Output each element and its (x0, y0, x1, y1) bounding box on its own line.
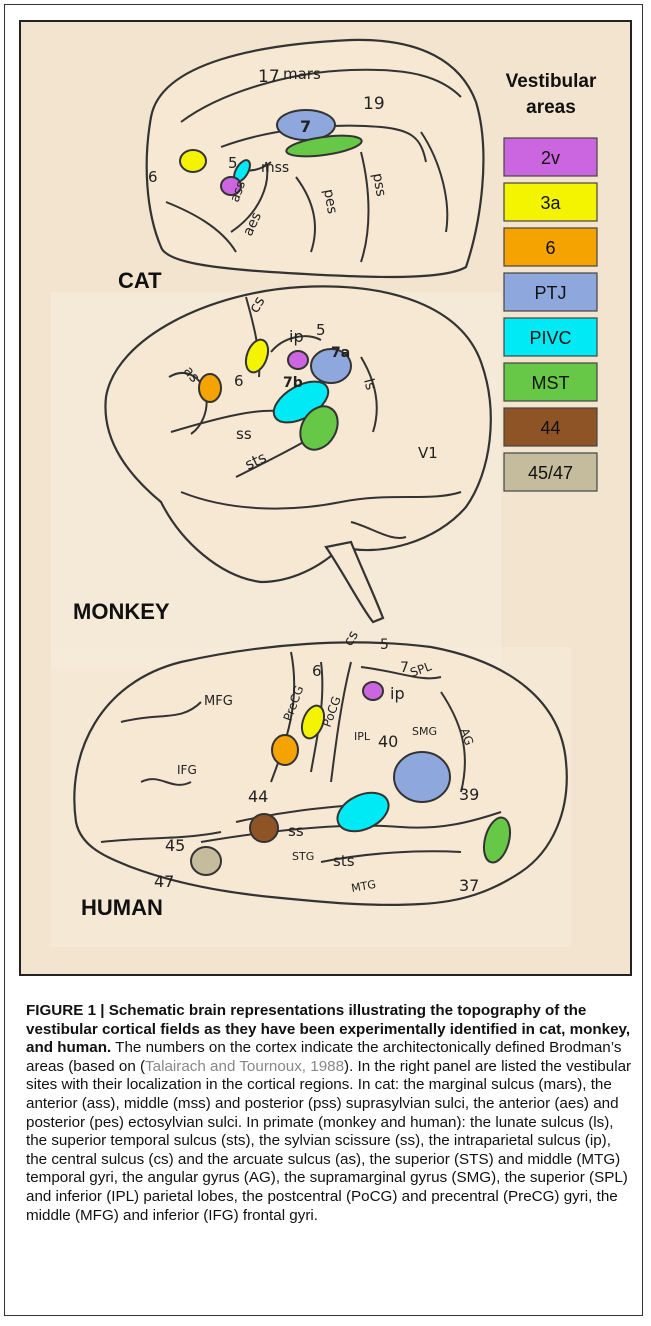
monkey-label-7a: 7a (331, 345, 350, 361)
human-label-ifg: IFG (177, 763, 197, 777)
cat-title: CAT (118, 268, 162, 293)
legend-label: 3a (540, 193, 561, 213)
monkey-label-ip: ip (289, 327, 304, 346)
human-label-6: 6 (312, 662, 322, 680)
cat-label-mars: mars (283, 65, 321, 83)
monkey-title: MONKEY (73, 599, 170, 624)
legend-label: PIVC (529, 328, 571, 348)
human-label-45: 45 (165, 836, 185, 855)
cat-label-17: 17 (258, 67, 280, 87)
human-area-ptj (394, 752, 450, 802)
legend-label: PTJ (534, 283, 566, 303)
monkey-label-6: 6 (234, 372, 244, 390)
human-brain (74, 642, 566, 904)
cat-label-7: 7 (300, 117, 311, 136)
figure-panel: 17 mars 7 19 5 mss 6 ass pss pes aes CAT (19, 20, 632, 976)
legend-label: MST (532, 373, 570, 393)
legend-label: 45/47 (528, 463, 573, 483)
human-label-44: 44 (248, 787, 268, 806)
caption-text-2: ). In the right panel are listed the ves… (26, 1058, 631, 1224)
human-label-39: 39 (459, 785, 479, 804)
human-label-47: 47 (154, 872, 174, 891)
human-area-44 (250, 814, 278, 842)
human-label-ipl: IPL (354, 730, 371, 743)
human-label-ss: ss (288, 822, 304, 840)
legend-label: 6 (545, 238, 555, 258)
legend-label: 44 (540, 418, 560, 438)
human-title: HUMAN (81, 895, 163, 920)
human-label-mfg: MFG (204, 694, 233, 709)
brain-figure: 17 mars 7 19 5 mss 6 ass pss pes aes CAT (21, 22, 630, 974)
human-label-5: 5 (380, 637, 389, 653)
human-label-37: 37 (459, 876, 479, 895)
human-label-smg: SMG (412, 725, 437, 738)
legend-title-2: areas (526, 97, 576, 118)
monkey-area-2v (288, 351, 308, 369)
legend-title-1: Vestibular (506, 71, 597, 92)
monkey-label-7b: 7b (283, 375, 303, 391)
caption-citation: Talairach and Tournoux, 1988 (145, 1058, 344, 1075)
cat-label-19: 19 (363, 94, 385, 114)
monkey-area-6 (199, 374, 221, 402)
cat-label-5: 5 (228, 154, 238, 172)
human-label-stg: STG (292, 850, 314, 863)
monkey-label-5: 5 (316, 321, 326, 339)
human-area-2v (363, 682, 383, 700)
monkey-label-v1: V1 (418, 444, 438, 462)
cat-area-3a (180, 150, 206, 172)
human-label-ip: ip (390, 684, 405, 703)
human-label-40: 40 (378, 732, 398, 751)
human-area-6 (272, 735, 298, 765)
figure-caption: FIGURE 1 | Schematic brain representatio… (26, 1002, 634, 1225)
cat-label-6: 6 (148, 168, 158, 186)
human-area-45-47 (191, 847, 221, 875)
human-label-sts: sts (333, 852, 355, 870)
legend-label: 2v (541, 148, 560, 168)
monkey-label-ss: ss (236, 425, 252, 443)
cat-label-mss: mss (261, 160, 289, 176)
human-label-7: 7 (400, 660, 409, 676)
